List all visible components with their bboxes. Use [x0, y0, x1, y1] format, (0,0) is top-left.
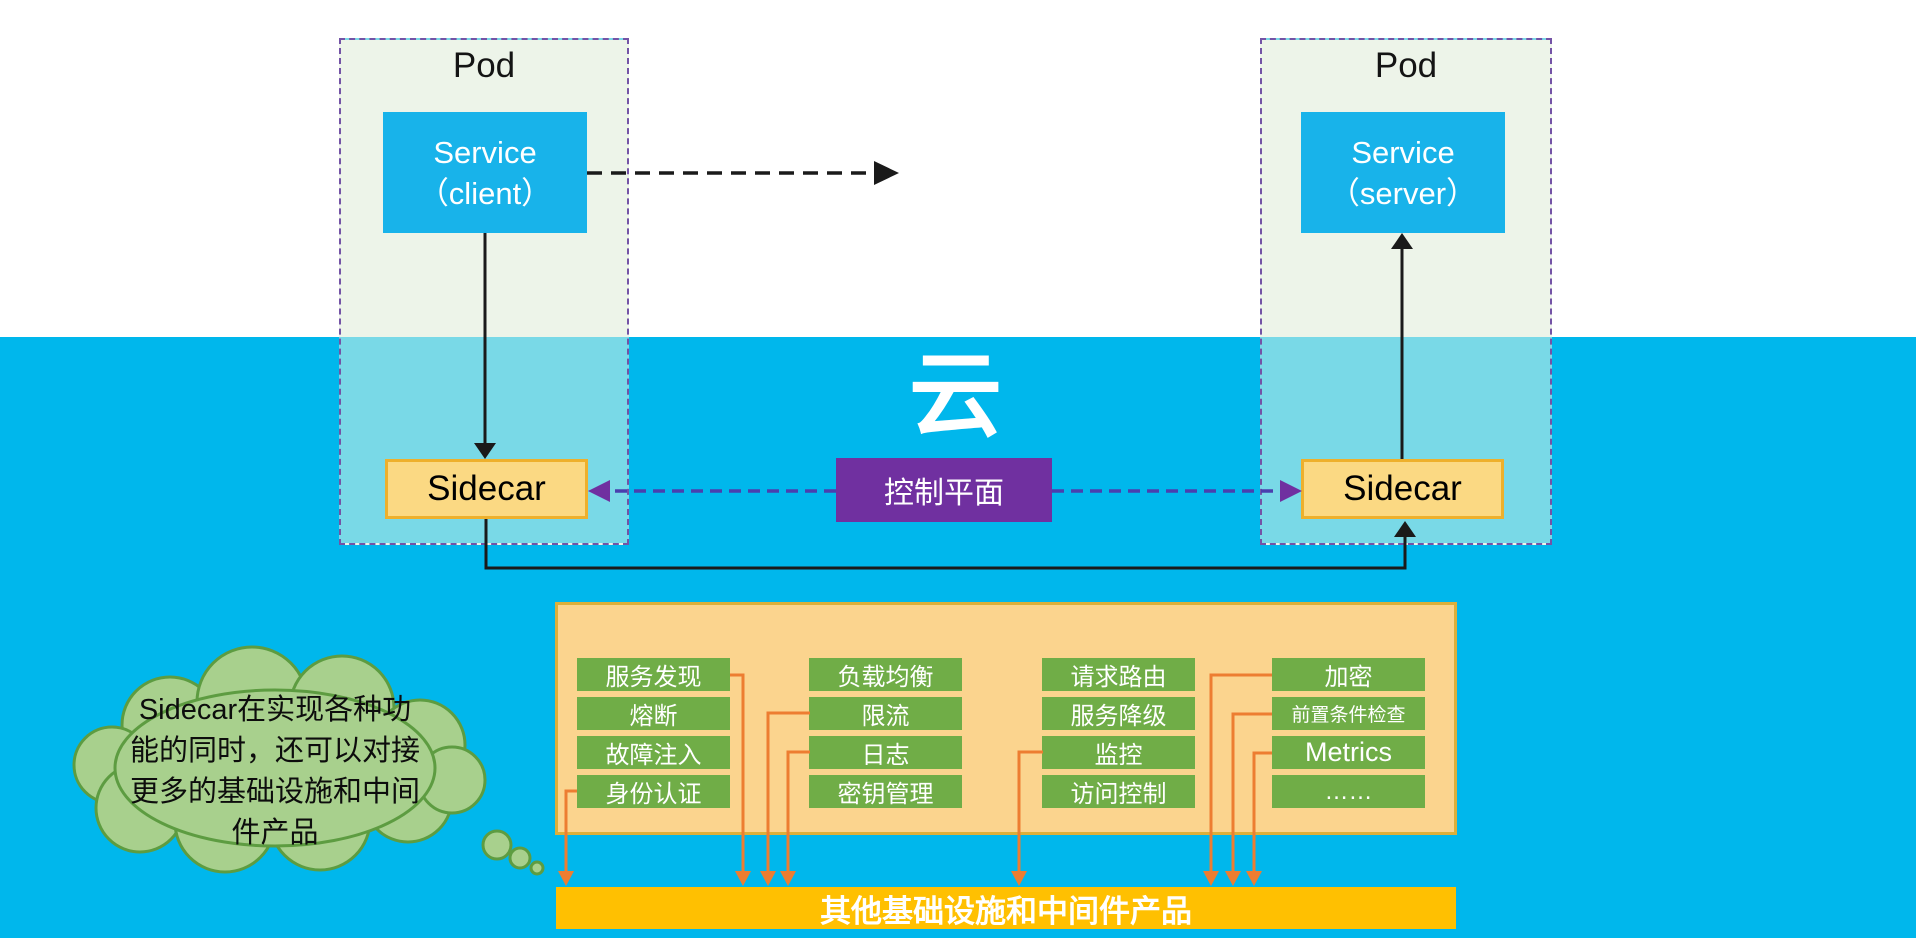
bubble-tail-dot-1 — [481, 829, 513, 861]
service-server-line2: （server） — [1328, 175, 1478, 211]
service-client-line2: （client） — [417, 175, 553, 211]
feature-service-discovery: 服务发现 — [577, 658, 730, 691]
feature-encryption: 加密 — [1272, 658, 1425, 691]
service-server-box: Service （server） — [1301, 112, 1505, 233]
feature-request-routing: 请求路由 — [1042, 658, 1195, 691]
service-server-line1: Service — [1351, 134, 1455, 170]
feature-metrics: Metrics — [1272, 736, 1425, 769]
feature-precondition-check: 前置条件检查 — [1272, 697, 1425, 730]
pod-client-label: Pod — [452, 46, 516, 85]
feature-access-control: 访问控制 — [1042, 775, 1195, 808]
feature-identity-auth: 身份认证 — [577, 775, 730, 808]
feature-service-degradation: 服务降级 — [1042, 697, 1195, 730]
bubble-line-3: 更多的基础设施和中间 — [129, 776, 420, 808]
bubble-tail-dot-2 — [508, 846, 532, 870]
service-client-box: Service （client） — [383, 112, 587, 233]
feature-monitoring: 监控 — [1042, 736, 1195, 769]
bubble-tail-dot-3 — [529, 860, 545, 876]
bubble-text: Sidecar在实现各种功 能的同时，还可以对接 更多的基础设施和中间 件产品 — [103, 690, 447, 854]
sidecar-server-box: Sidecar — [1301, 459, 1504, 519]
bubble-line-1: Sidecar在实现各种功 — [138, 694, 412, 726]
feature-rate-limiting: 限流 — [809, 697, 962, 730]
bubble-line-2: 能的同时，还可以对接 — [129, 735, 420, 767]
feature-logging: 日志 — [809, 736, 962, 769]
feature-load-balancing: 负载均衡 — [809, 658, 962, 691]
feature-ellipsis: …… — [1272, 775, 1425, 808]
service-client-line1: Service — [433, 134, 537, 170]
bubble-line-4: 件产品 — [231, 817, 319, 849]
other-infrastructure-bar: 其他基础设施和中间件产品 — [556, 887, 1456, 929]
feature-key-management: 密钥管理 — [809, 775, 962, 808]
pod-server-label: Pod — [1374, 46, 1438, 85]
feature-fault-injection: 故障注入 — [577, 736, 730, 769]
control-plane-box: 控制平面 — [836, 458, 1052, 522]
cloud-character: 云 — [909, 344, 1002, 448]
thought-bubble — [72, 645, 545, 876]
sidecar-client-box: Sidecar — [385, 459, 588, 519]
feature-circuit-breaking: 熔断 — [577, 697, 730, 730]
